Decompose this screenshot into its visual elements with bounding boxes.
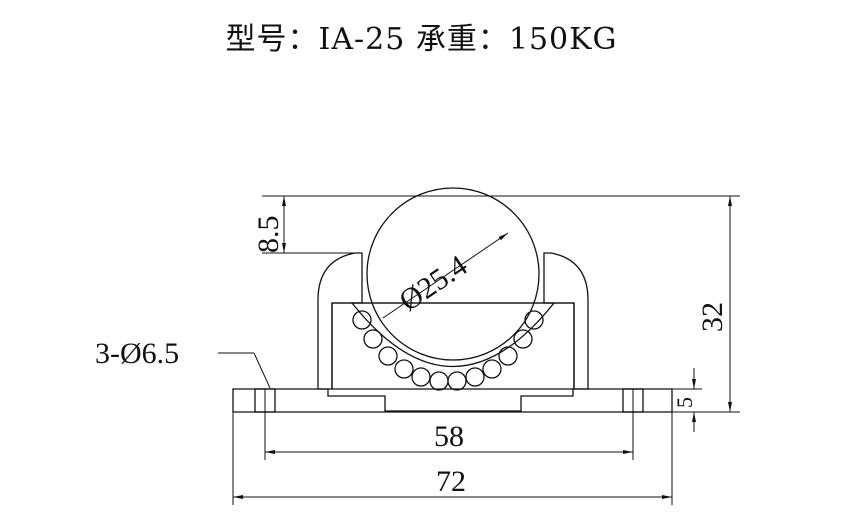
dim-32: 32 xyxy=(440,195,740,413)
dim-5: 5 xyxy=(672,368,702,432)
drawing-title: 型号：IA-25 承重：150KG xyxy=(225,22,618,57)
mounting-holes xyxy=(254,388,644,413)
overall-width-label: 72 xyxy=(436,465,466,498)
base-flange xyxy=(232,388,673,413)
dim-8-5: 8.5 xyxy=(252,195,440,254)
dim-72: 72 xyxy=(232,412,673,505)
total-height-label: 32 xyxy=(696,302,729,332)
flange-thickness-label: 5 xyxy=(672,397,697,408)
holes-callout: 3-Ø6.5 xyxy=(95,337,271,389)
dim-58: 58 xyxy=(264,412,634,460)
ball-diameter-label: Ø25.4 xyxy=(393,249,473,318)
diameter-leader xyxy=(382,232,509,319)
main-ball xyxy=(366,187,540,361)
bearing-balls xyxy=(352,310,544,391)
hole-spacing-label: 58 xyxy=(434,420,464,453)
top-offset-label: 8.5 xyxy=(252,216,285,254)
holes-label: 3-Ø6.5 xyxy=(95,337,179,370)
